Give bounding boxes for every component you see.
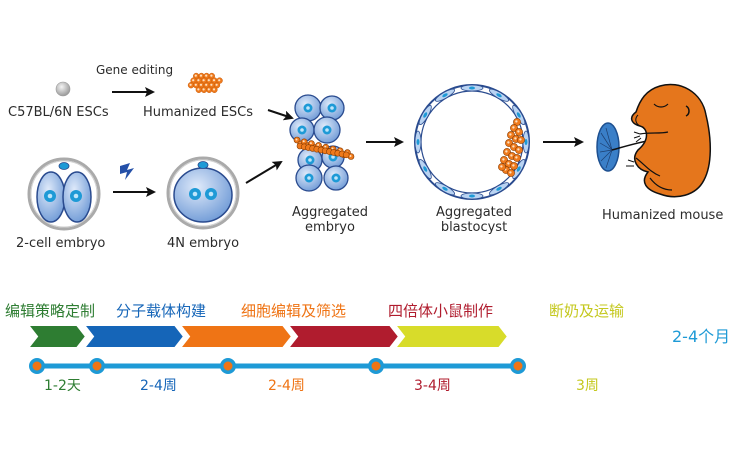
gene-editing-label: Gene editing — [96, 63, 174, 77]
aggregated-blastocyst-icon — [414, 84, 530, 200]
total-duration: 2-4个月 — [672, 327, 731, 346]
stage-name-2: 分子载体构建 — [116, 302, 207, 320]
wild-type-esc-label: C57BL/6N ESCs — [8, 105, 109, 120]
stage-name-1: 编辑策略定制 — [5, 302, 96, 320]
electrofusion-bolt-icon — [120, 163, 134, 180]
arrow-esc-to-embryo — [267, 109, 294, 121]
timeline-dot-center-1 — [32, 361, 42, 371]
timeline-dot-center-4 — [371, 361, 381, 371]
stage-duration-3: 2-4周 — [268, 378, 305, 394]
four-n-embryo-icon — [166, 156, 240, 230]
aggregated-embryo-icon — [289, 94, 355, 192]
stage-name-4: 四倍体小鼠制作 — [388, 302, 494, 320]
arrow-4n-to-embryo — [245, 160, 283, 184]
wild-type-esc-icon — [55, 81, 71, 97]
two-cell-embryo-icon — [27, 157, 101, 231]
timeline-chevron-5 — [392, 324, 510, 349]
stage-name-3: 细胞编辑及筛选 — [241, 302, 347, 320]
placenta-icon — [596, 122, 620, 172]
timeline-chevrons — [25, 324, 510, 349]
stage-duration-4: 3-4周 — [414, 378, 451, 394]
humanized-mouse-label: Humanized mouse — [602, 208, 724, 223]
timeline-dot-center-5 — [513, 361, 523, 371]
stage-name-5: 断奶及运输 — [549, 302, 625, 320]
stage-duration-5: 3周 — [576, 378, 599, 394]
timeline-chevron-2 — [81, 324, 186, 349]
aggregated-blastocyst-label: Aggregated blastocyst — [424, 205, 524, 235]
aggregated-embryo-label-line2: embryo — [305, 220, 355, 235]
timeline-chevron-3 — [177, 324, 294, 349]
stage-duration-2: 2-4周 — [140, 378, 177, 394]
aggregated-blastocyst-label-line1: Aggregated — [435, 205, 513, 220]
timeline-dot-center-3 — [223, 361, 233, 371]
humanized-esc-cluster-icon — [187, 72, 223, 93]
four-n-embryo-label: 4N embryo — [167, 236, 240, 251]
humanized-mouse-icon — [611, 83, 712, 198]
timeline-dot-center-2 — [92, 361, 102, 371]
timeline-chevron-4 — [285, 324, 401, 349]
two-cell-embryo-label: 2-cell embryo — [16, 236, 106, 251]
aggregated-embryo-label: Aggregated embryo — [280, 205, 380, 235]
humanized-esc-label: Humanized ESCs — [143, 105, 254, 120]
timeline-chevron-1 — [25, 324, 88, 349]
stage-duration-1: 1-2天 — [44, 378, 81, 394]
aggregated-embryo-label-line1: Aggregated — [291, 205, 369, 220]
aggregated-blastocyst-label-line2: blastocyst — [440, 220, 508, 235]
